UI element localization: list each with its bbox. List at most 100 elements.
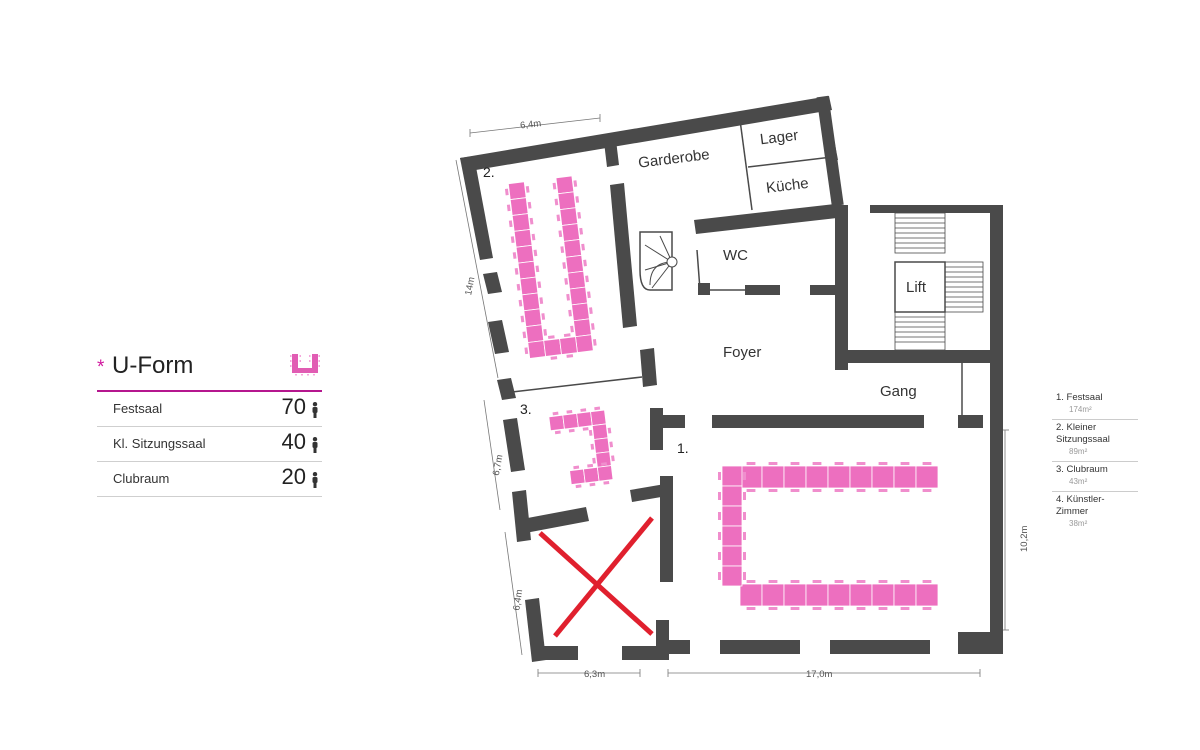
chair: [531, 233, 536, 241]
chair: [529, 217, 534, 225]
chair: [718, 492, 721, 500]
chair: [577, 211, 582, 219]
chair: [581, 243, 585, 251]
table: [590, 409, 607, 427]
chair: [856, 580, 866, 583]
legend-area: 89m²: [1069, 447, 1088, 456]
chair: [579, 227, 584, 235]
chair: [790, 462, 800, 465]
dimension-left-upper: 14m: [463, 276, 477, 296]
room-number-2: 2.: [483, 164, 495, 180]
table: [827, 465, 851, 489]
dimension-left-lower: 6,4m: [511, 589, 525, 612]
chair: [609, 441, 614, 448]
chair: [510, 236, 515, 243]
chair: [504, 188, 509, 196]
chair: [552, 182, 557, 190]
chair: [922, 462, 932, 465]
chair: [533, 249, 538, 257]
chair: [856, 462, 866, 465]
table: [827, 583, 851, 607]
chair: [558, 230, 563, 238]
legend-name: 4. Künstler- Zimmer: [1056, 494, 1105, 517]
chair: [590, 443, 595, 450]
table: [871, 583, 895, 607]
table: [593, 437, 611, 454]
chair: [900, 607, 910, 610]
table: [583, 466, 600, 484]
table: [548, 414, 565, 432]
chair: [514, 268, 519, 275]
chair: [547, 335, 555, 340]
room-label-gang: Gang: [880, 383, 917, 400]
table: [721, 545, 743, 567]
chair: [508, 220, 513, 228]
chair: [746, 489, 756, 492]
room-number-1: 1.: [677, 440, 689, 456]
table: [591, 423, 609, 440]
chair: [900, 462, 910, 465]
person-icon: [312, 472, 318, 488]
person-icon: [312, 402, 318, 418]
chair: [566, 293, 570, 301]
chair: [768, 489, 778, 492]
table: [915, 583, 939, 607]
chair: [768, 580, 778, 583]
chair: [566, 409, 573, 414]
table: [511, 213, 531, 232]
setup-panel: * U-Form Festsaal 70 Kl. Sitzungssaal 40: [97, 348, 322, 497]
dimension-left-middle: 6,7m: [491, 454, 506, 477]
chair: [856, 489, 866, 492]
chair: [812, 580, 822, 583]
chair: [834, 607, 844, 610]
legend-area: 38m²: [1069, 519, 1088, 528]
chair: [743, 552, 746, 560]
table: [576, 411, 593, 428]
u-shape-seating-icon: [290, 354, 320, 376]
chair: [790, 489, 800, 492]
chair: [746, 607, 756, 610]
table: [575, 334, 594, 354]
room-legend: 1. Festsaal 174m² 2. Kleiner Sitzungssaa…: [1052, 390, 1138, 533]
chair: [554, 430, 561, 435]
chair: [718, 512, 721, 520]
chair: [589, 482, 596, 487]
chair: [585, 275, 589, 283]
spiral-stair: [639, 231, 678, 291]
chair: [566, 354, 574, 358]
table: [805, 465, 829, 489]
table: [559, 336, 578, 355]
chair: [900, 489, 910, 492]
chair: [607, 427, 612, 434]
chair: [563, 333, 571, 338]
table: [559, 207, 579, 226]
setup-title: U-Form: [112, 352, 194, 379]
chair: [718, 472, 721, 480]
chair: [878, 580, 888, 583]
legend-item: 4. Künstler- Zimmer 38m²: [1052, 492, 1138, 533]
table: [555, 175, 575, 195]
chair: [746, 462, 756, 465]
chair: [812, 489, 822, 492]
table: [523, 308, 543, 328]
chair: [589, 307, 593, 314]
legend-item: 3. Clubraum 43m²: [1052, 462, 1138, 492]
table: [562, 412, 579, 430]
chair: [790, 580, 800, 583]
room-number-3: 3.: [520, 401, 532, 417]
chair: [583, 259, 587, 267]
chair: [582, 427, 589, 431]
table: [783, 583, 807, 607]
legend-item: 2. Kleiner Sitzungssaal 89m²: [1052, 420, 1138, 462]
dimension-bottom-left: 6,3m: [584, 669, 605, 680]
table: [565, 254, 584, 274]
room-label-lager: Lager: [759, 127, 799, 149]
person-icon: [312, 437, 318, 453]
chair: [527, 201, 532, 209]
seating-room-3: [548, 406, 615, 489]
chair: [743, 492, 746, 500]
table: [569, 468, 586, 486]
chair: [554, 198, 559, 206]
room-label-foyer: Foyer: [723, 344, 761, 361]
table: [893, 583, 917, 607]
